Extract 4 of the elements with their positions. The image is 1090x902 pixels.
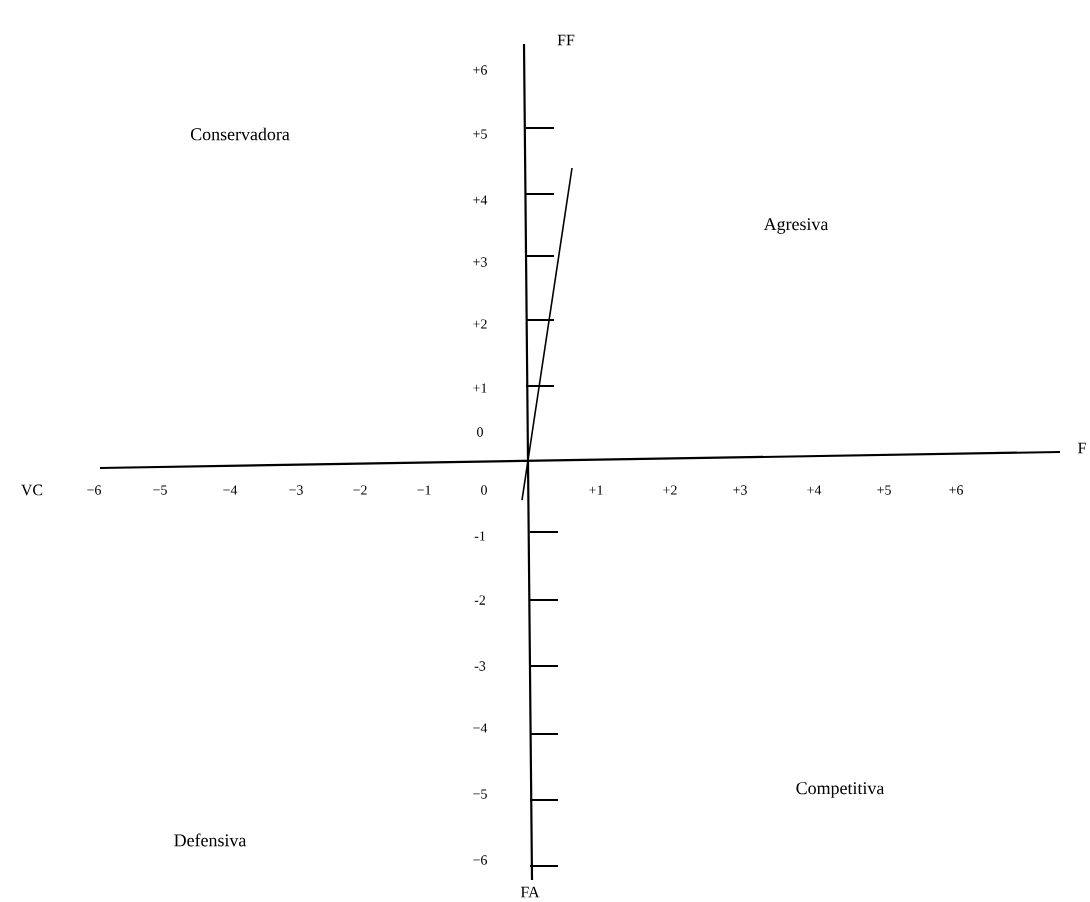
quadrant-label: Conservadora xyxy=(190,127,290,141)
quadrant-label: Agresiva xyxy=(763,218,829,234)
quadrant-label: Competitiva xyxy=(796,782,885,798)
quadrant-label: Defensiva xyxy=(174,833,247,847)
